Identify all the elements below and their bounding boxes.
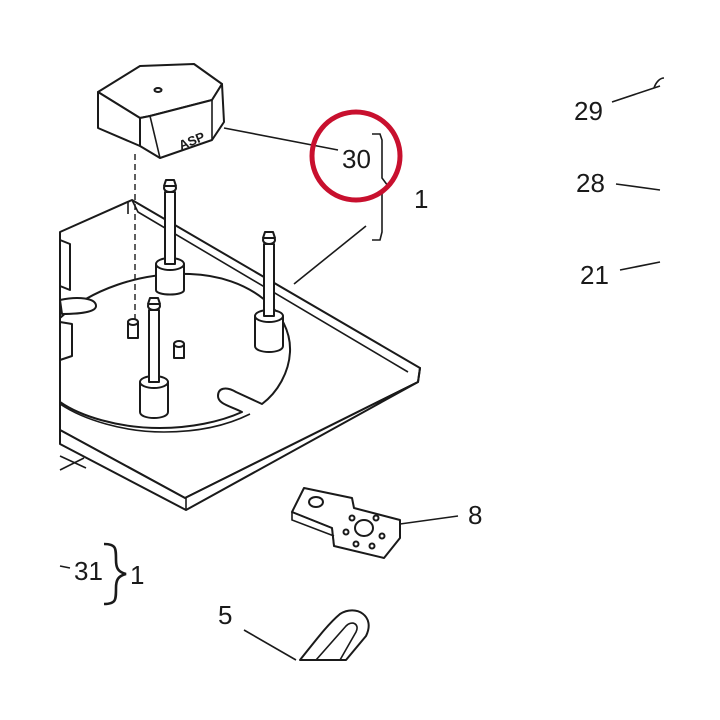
leader-29: [611, 85, 661, 103]
highlight-circle: [309, 109, 403, 203]
label-1-lower: 1: [130, 560, 144, 590]
guide-pin-front: [139, 297, 169, 419]
guide-pin-right: [254, 231, 284, 353]
leader-31: [59, 565, 71, 569]
label-28: 28: [576, 168, 605, 198]
asp-cap: ASP: [97, 63, 225, 159]
label-1-upper: 1: [414, 184, 428, 214]
brace-lower: [103, 542, 127, 606]
leader-28: [615, 183, 661, 191]
leader-30: [223, 127, 339, 151]
small-dowel-pins: [127, 318, 185, 359]
guide-pin-back: [155, 179, 185, 296]
leader-1-upper: [293, 225, 367, 285]
label-31: 31: [74, 556, 103, 586]
label-5: 5: [218, 600, 232, 630]
hook-rod-part: [299, 609, 370, 661]
leader-5: [243, 629, 297, 661]
leader-8: [399, 515, 459, 525]
leader-lines: [59, 85, 661, 661]
label-29: 29: [574, 96, 603, 126]
leader-21: [619, 261, 661, 271]
bracket-part: [291, 487, 401, 559]
label-30: 30: [342, 144, 371, 174]
label-21: 21: [580, 260, 609, 290]
partial-parts-right: [653, 77, 665, 89]
label-8: 8: [468, 500, 482, 530]
